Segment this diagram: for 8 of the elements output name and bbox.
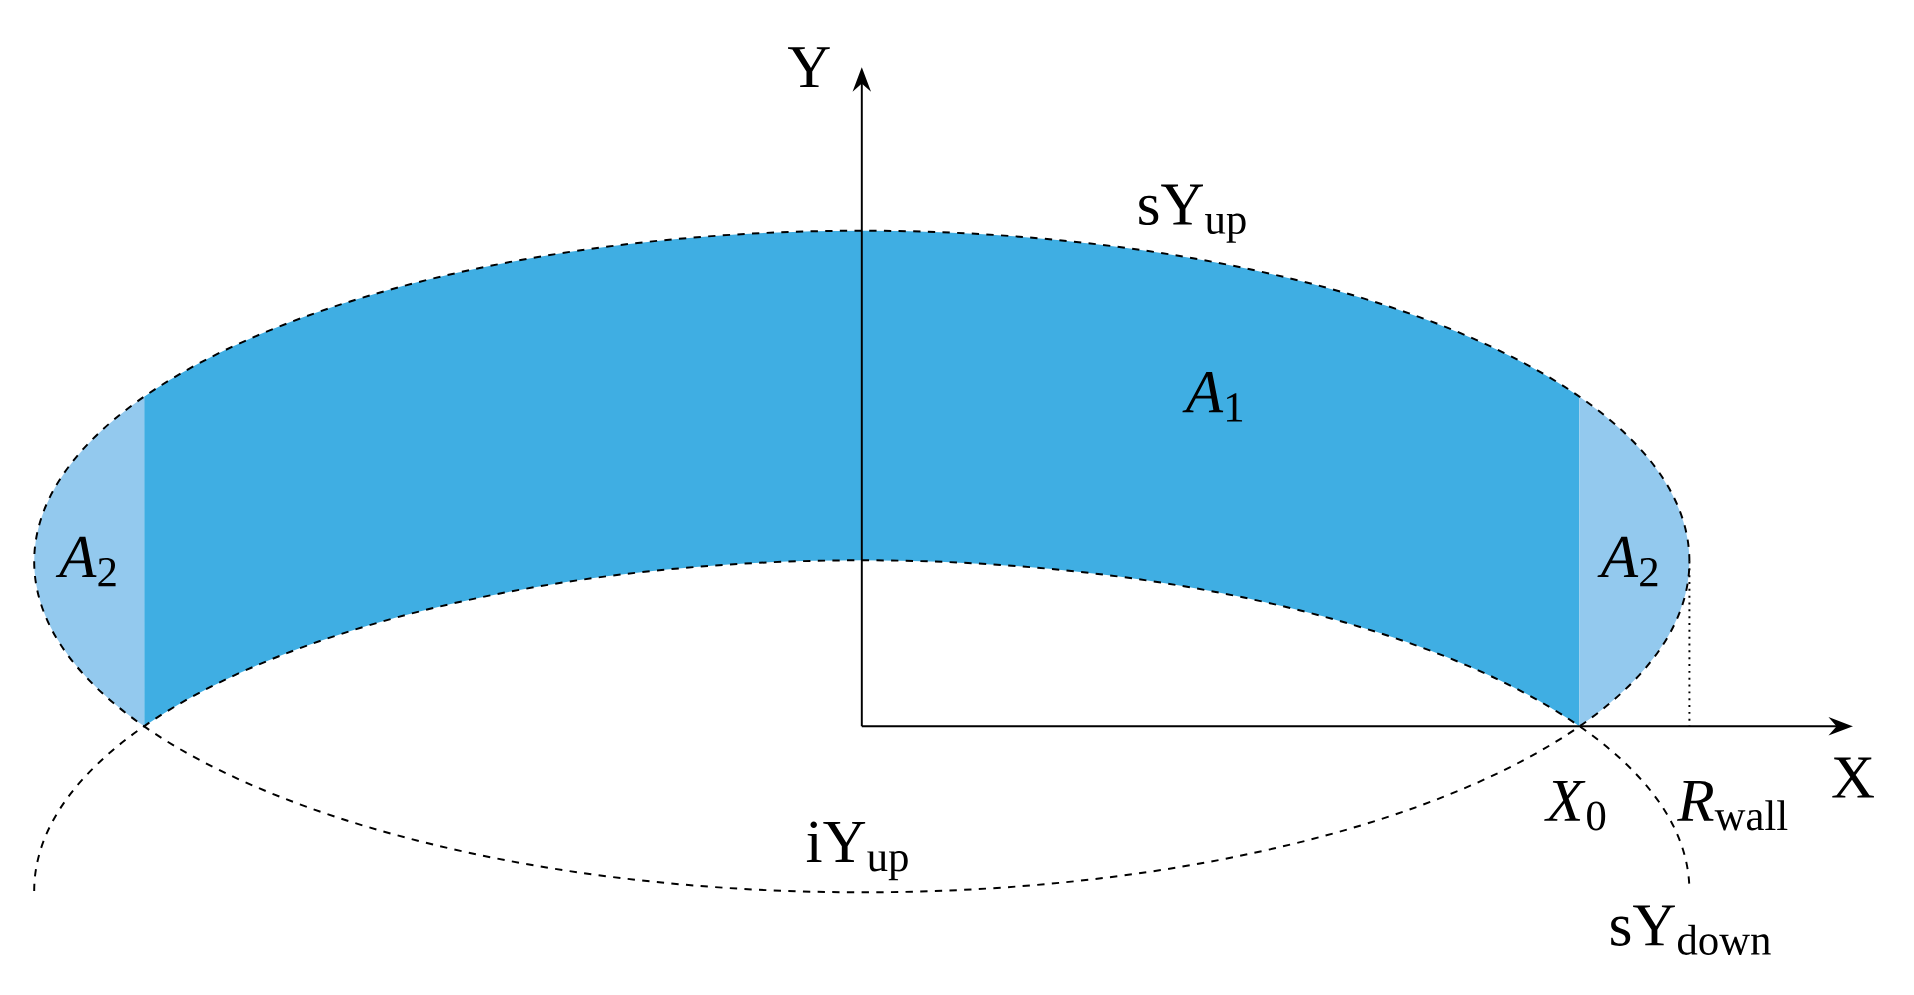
- cap-region: A$_{2}$: [34, 396, 145, 727]
- axis-label: Y: [787, 47, 830, 88]
- curve-label: iY$_{up}$: [806, 821, 908, 881]
- curve-label: sY$_{down}$: [1611, 905, 1771, 955]
- point-label: X$_{0}$: [1544, 780, 1606, 831]
- axis-label: X: [1832, 757, 1874, 798]
- point-label: R$_{wall}$: [1677, 780, 1788, 831]
- cap-region: A$_{2}$: [1579, 396, 1690, 727]
